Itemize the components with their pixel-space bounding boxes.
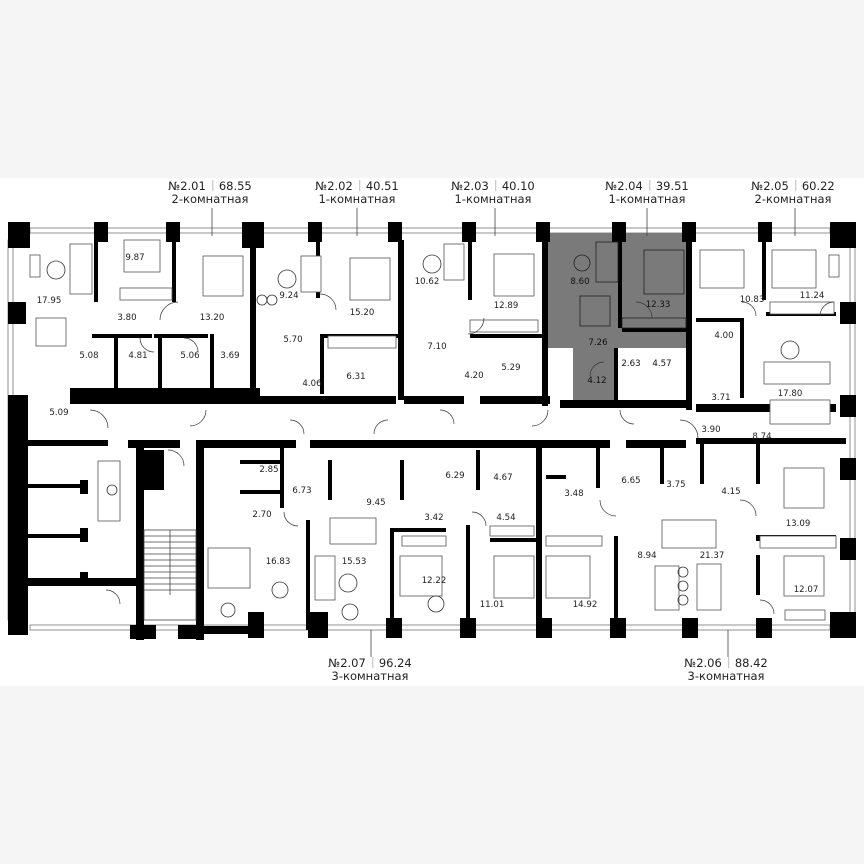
unit-area: 39.51 [655, 179, 689, 193]
room-area: 4.12 [587, 376, 607, 386]
unit-number: №2.05 [751, 179, 789, 193]
room-area: 14.92 [572, 600, 598, 610]
unit-label-2-04[interactable]: №2.04 39.51 1-комнатная [605, 180, 689, 206]
unit-number: №2.06 [684, 656, 722, 670]
room-area: 2.85 [259, 465, 279, 475]
unit-type: 2-комнатная [171, 192, 249, 206]
room-area: 3.69 [220, 351, 240, 361]
room-area: 3.90 [701, 425, 721, 435]
room-area: 3.75 [666, 480, 686, 490]
room-area: 13.20 [199, 313, 225, 323]
room-area: 9.87 [125, 253, 145, 263]
room-area: 6.29 [445, 471, 465, 481]
room-area: 2.70 [252, 510, 272, 520]
unit-number: №2.04 [605, 179, 643, 193]
room-area: 4.67 [493, 473, 513, 483]
room-area: 12.33 [645, 300, 671, 310]
unit-area: 88.42 [734, 656, 768, 670]
unit-number: №2.02 [315, 179, 353, 193]
room-area: 8.60 [570, 277, 590, 287]
unit-number: №2.01 [168, 179, 206, 193]
room-area: 9.45 [366, 498, 386, 508]
unit-label-2-02[interactable]: №2.02 40.51 1-комнатная [315, 180, 399, 206]
room-area: 4.57 [652, 359, 672, 369]
room-area: 8.94 [637, 551, 657, 561]
label-leaders [211, 208, 796, 657]
room-area: 6.73 [292, 486, 312, 496]
unit-label-2-05[interactable]: №2.05 60.22 2-комнатная [751, 180, 835, 206]
room-area: 4.00 [714, 331, 734, 341]
room-area: 15.20 [349, 308, 375, 318]
room-area: 5.09 [49, 408, 69, 418]
unit-area: 40.51 [365, 179, 399, 193]
unit-area: 60.22 [801, 179, 835, 193]
room-area: 12.22 [421, 576, 447, 586]
room-area: 4.06 [302, 379, 322, 389]
room-area: 7.26 [588, 338, 608, 348]
room-area: 3.71 [711, 393, 731, 403]
room-area: 16.83 [265, 557, 291, 567]
room-area: 4.81 [128, 351, 148, 361]
room-area: 15.53 [341, 557, 367, 567]
unit-label-2-03[interactable]: №2.03 40.10 1-комнатная [451, 180, 535, 206]
unit-area: 40.10 [501, 179, 535, 193]
room-area: 11.24 [799, 291, 825, 301]
unit-type: 3-комнатная [331, 669, 409, 683]
unit-area: 68.55 [218, 179, 252, 193]
room-area: 17.95 [36, 296, 62, 306]
unit-type: 3-комнатная [687, 669, 765, 683]
room-area: 17.80 [777, 389, 803, 399]
room-area: 5.08 [79, 351, 99, 361]
staircase [143, 450, 197, 621]
room-area: 7.10 [427, 342, 447, 352]
room-area: 10.83 [739, 295, 765, 305]
unit-label-2-01[interactable]: №2.01 68.55 2-комнатная [168, 180, 252, 206]
furniture [29, 239, 840, 621]
doors [89, 293, 835, 615]
unit-type: 1-комнатная [454, 192, 532, 206]
room-area: 13.09 [785, 519, 811, 529]
unit-type: 1-комнатная [608, 192, 686, 206]
unit-number: №2.03 [451, 179, 489, 193]
room-area: 3.42 [424, 513, 444, 523]
room-area: 12.89 [493, 301, 519, 311]
room-area: 8.74 [752, 432, 772, 442]
room-area: 5.70 [283, 335, 303, 345]
unit-area: 96.24 [378, 656, 412, 670]
accessible-lift [97, 460, 121, 522]
room-area: 4.20 [464, 371, 484, 381]
room-area: 12.07 [793, 585, 819, 595]
unit-type: 1-комнатная [318, 192, 396, 206]
room-area: 21.37 [699, 551, 725, 561]
room-area: 9.24 [279, 291, 299, 301]
room-area: 4.54 [496, 513, 516, 523]
room-area: 5.29 [501, 363, 521, 373]
room-area: 10.62 [414, 277, 440, 287]
room-area: 11.01 [479, 600, 505, 610]
unit-label-2-06[interactable]: №2.06 88.42 3-комнатная [684, 657, 768, 683]
room-area: 2.63 [621, 359, 641, 369]
unit-label-2-07[interactable]: №2.07 96.24 3-комнатная [328, 657, 412, 683]
unit-number: №2.07 [328, 656, 366, 670]
room-area: 4.15 [721, 487, 741, 497]
unit-type: 2-комнатная [754, 192, 832, 206]
room-area: 6.65 [621, 476, 641, 486]
room-area: 5.06 [180, 351, 200, 361]
room-area: 3.80 [117, 313, 137, 323]
room-area: 3.48 [564, 489, 584, 499]
room-area: 6.31 [346, 372, 366, 382]
